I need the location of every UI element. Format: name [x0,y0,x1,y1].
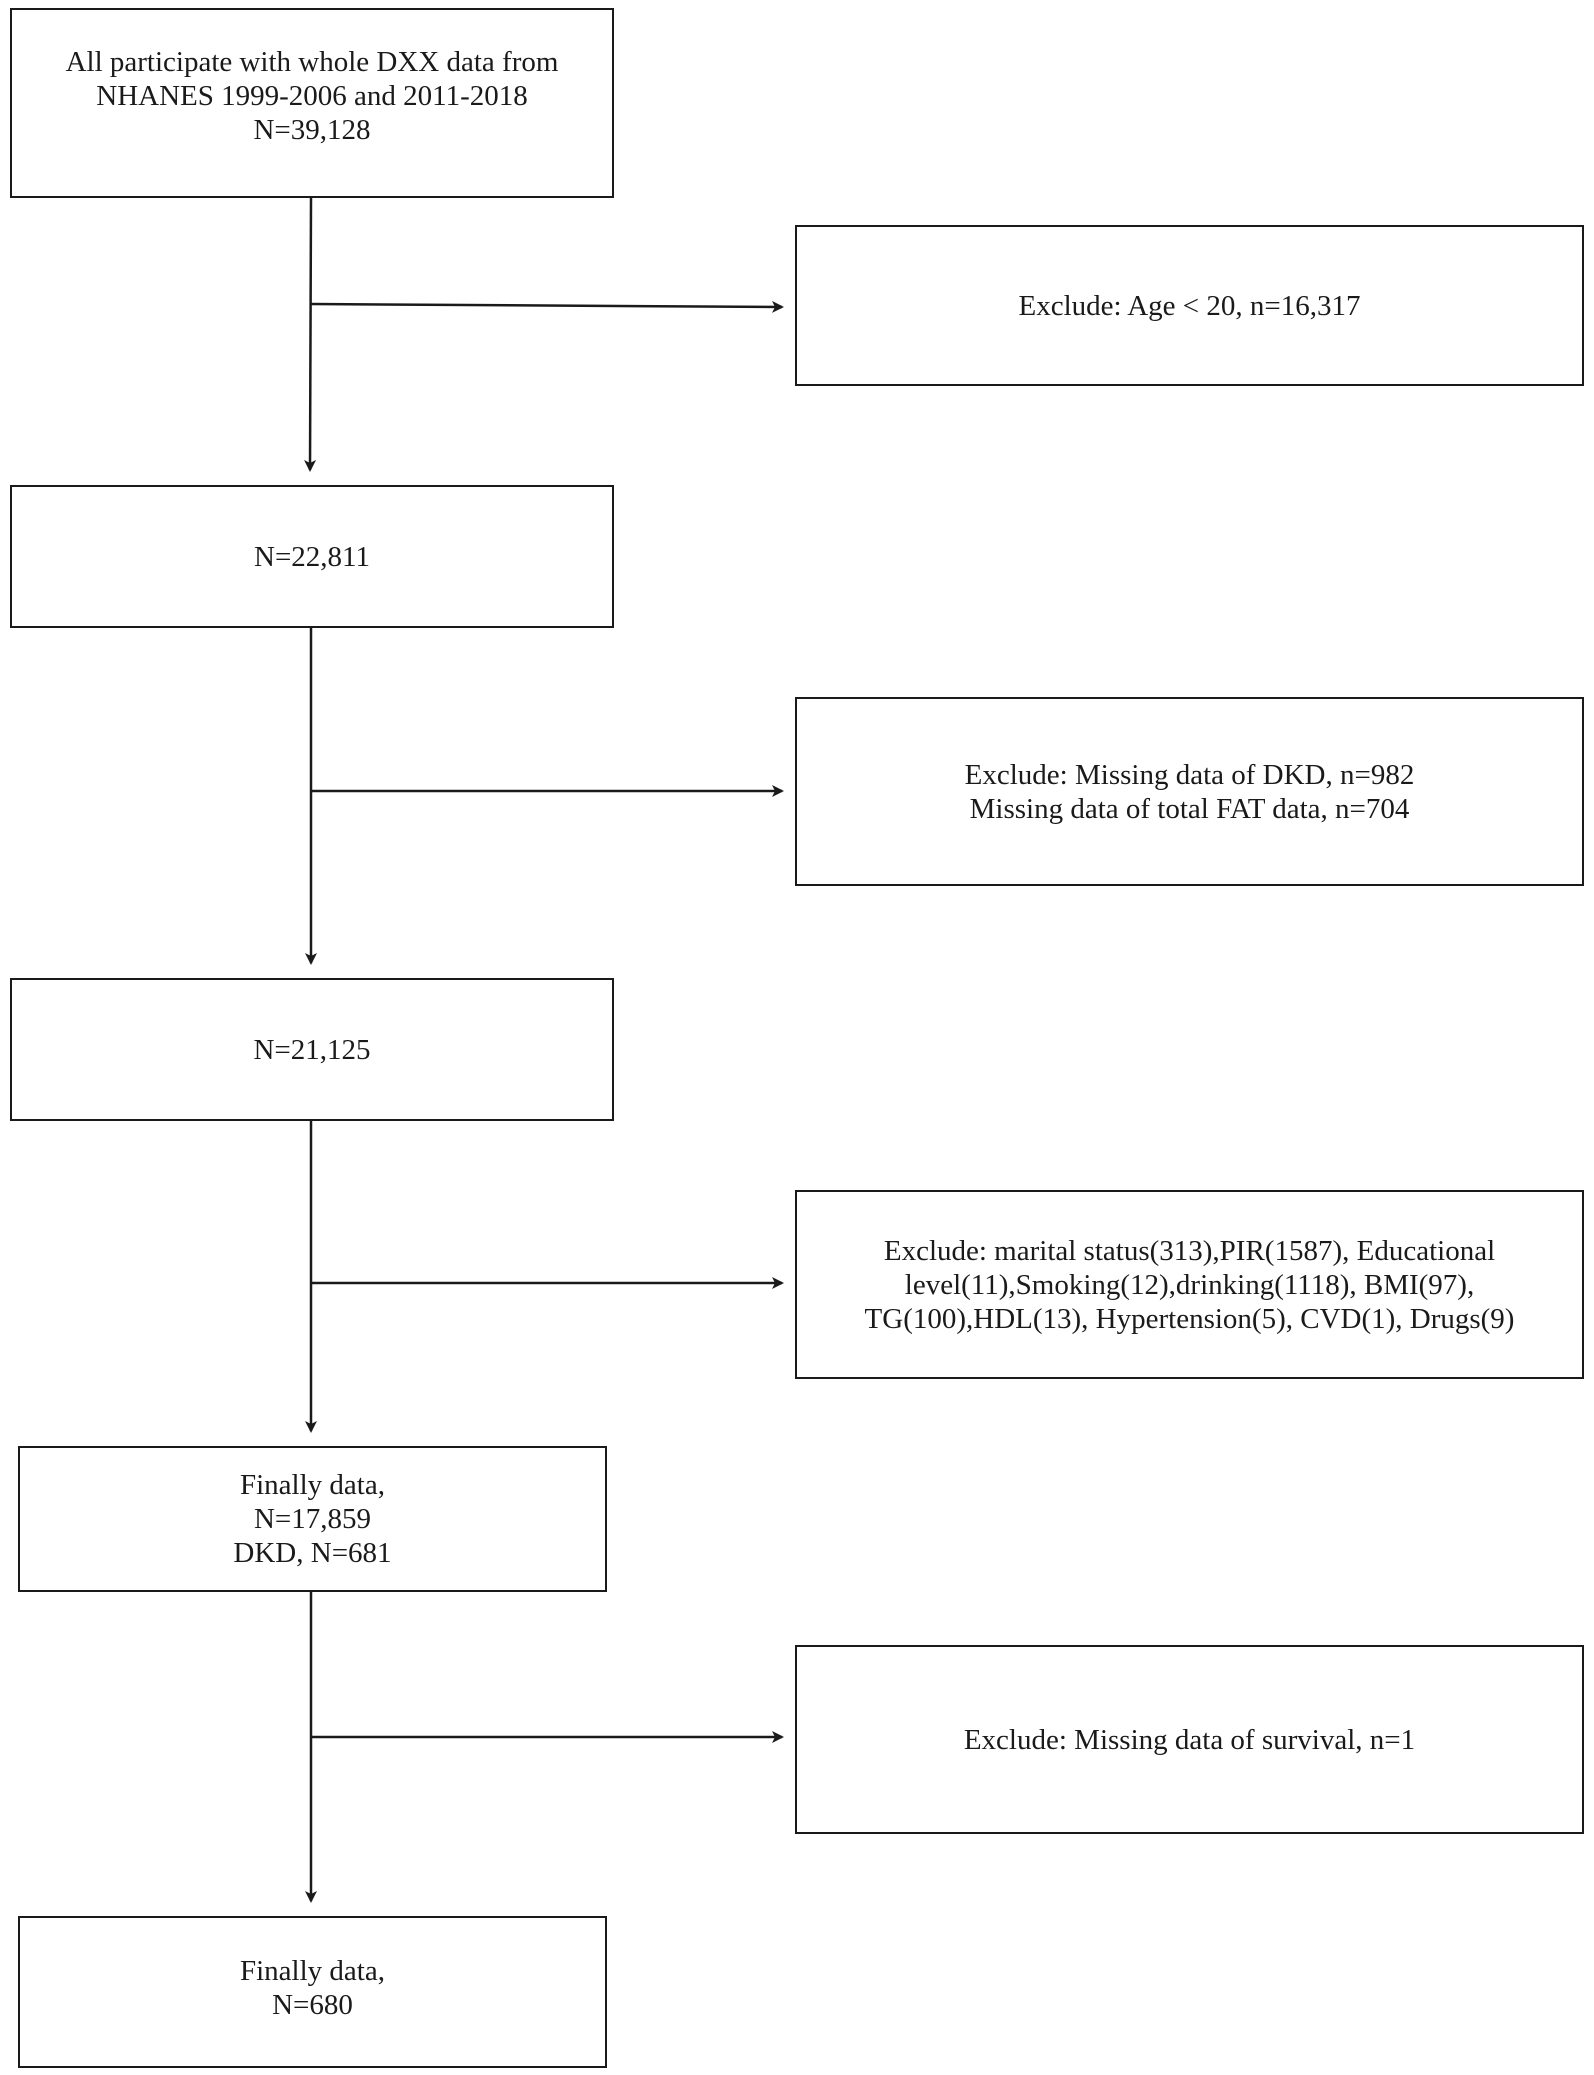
final-line-1: Finally data, [240,1955,385,1987]
step4-line-2: N=17,859 [253,1503,372,1535]
exclusion-3-line-2: level(11),Smoking(12),drinking(1118), BM… [904,1268,1475,1301]
step4-line-1: Finally data, [240,1469,385,1501]
step4-line-3: DKD, N=681 [233,1537,392,1569]
step4-box: Finally data, N=17,859 DKD, N=681 [18,1446,607,1592]
exclusion-2-line-2: Missing data of total FAT data, n=704 [969,792,1410,825]
start-line-1: All participate with whole DXX data from [65,45,559,78]
exclusion-4-line-1: Exclude: Missing data of survival, n=1 [963,1723,1416,1756]
connector-start-to-step2 [304,197,317,472]
step3-box: N=21,125 [10,978,614,1121]
start-count: N=39,128 [253,113,371,146]
step3-count: N=21,125 [253,1033,371,1066]
step2-box: N=22,811 [10,485,614,628]
start-line-2: NHANES 1999-2006 and 2011-2018 [96,79,528,112]
exclusion-1-line-1: Exclude: Age < 20, n=16,317 [1018,289,1361,322]
exclusion-box-1: Exclude: Age < 20, n=16,317 [795,225,1584,386]
exclusion-box-3: Exclude: marital status(313),PIR(1587), … [795,1190,1584,1379]
step2-count: N=22,811 [254,540,370,573]
exclusion-box-4: Exclude: Missing data of survival, n=1 [795,1645,1584,1834]
final-line-2: N=680 [272,1989,353,2021]
connector-to-exclusion-1 [310,300,784,313]
exclusion-box-2: Exclude: Missing data of DKD, n=982 Miss… [795,697,1584,886]
exclusion-3-line-3: TG(100),HDL(13), Hypertension(5), CVD(1)… [864,1302,1515,1335]
exclusion-3-line-1: Exclude: marital status(313),PIR(1587), … [883,1234,1496,1267]
start-box: All participate with whole DXX data from… [10,8,614,198]
exclusion-2-line-1: Exclude: Missing data of DKD, n=982 [964,758,1415,791]
final-box: Finally data, N=680 [18,1916,607,2068]
